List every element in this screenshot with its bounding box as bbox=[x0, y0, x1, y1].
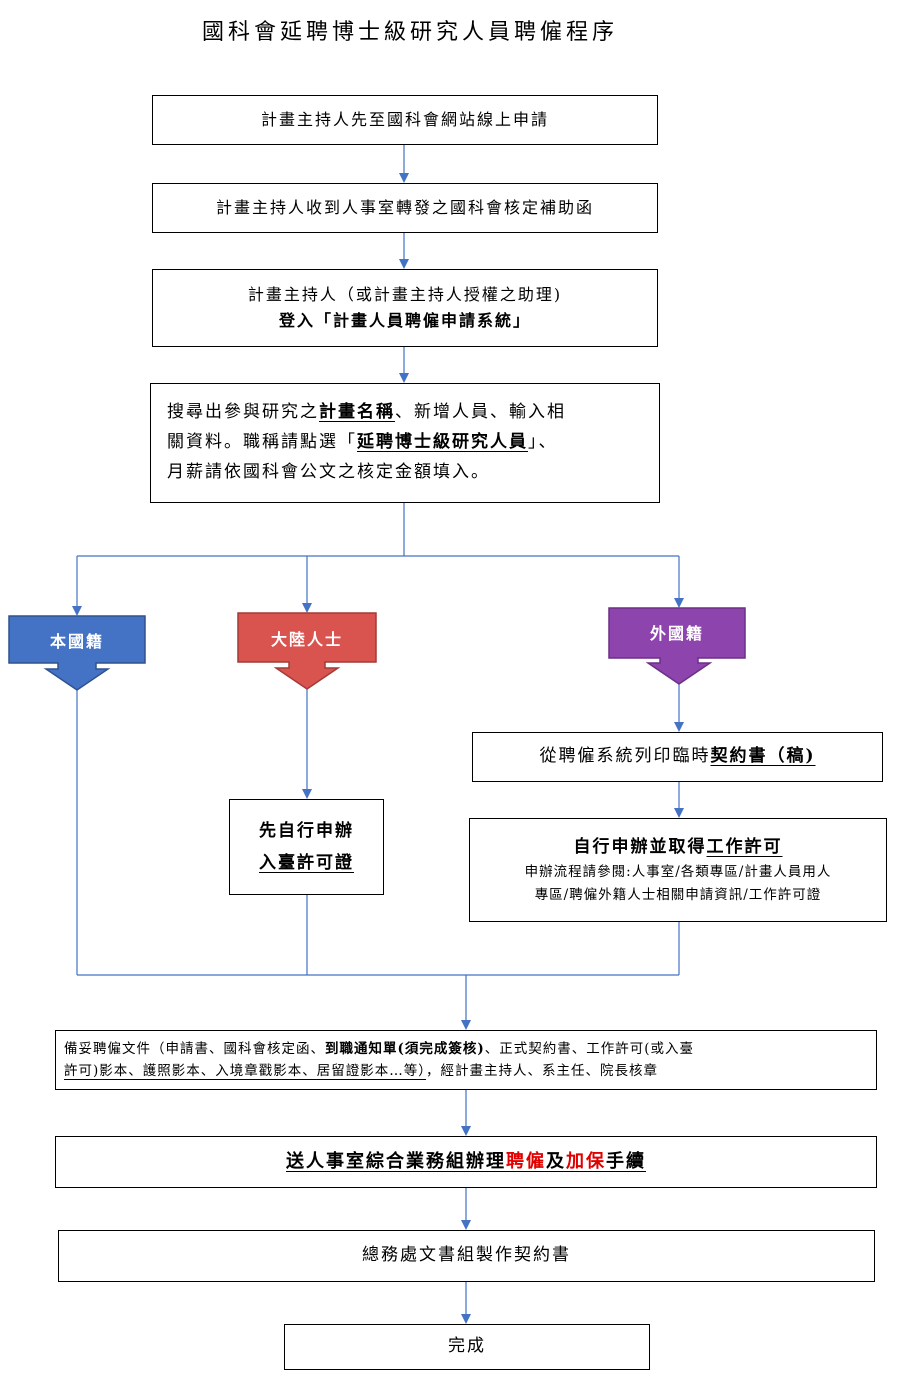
final-contract-text: 總務處文書組製作契約書 bbox=[362, 1245, 571, 1266]
step-online-apply: 計畫主持人先至國科會網站線上申請 bbox=[152, 95, 658, 145]
submit-e: 手續 bbox=[606, 1150, 646, 1172]
documents-line1: 備妥聘僱文件（申請書、國科會核定函、到職通知單(須完成簽核)、正式契約書、工作許… bbox=[64, 1038, 694, 1060]
documents-d: 許可)影本、護照影本、入境章戳影本、居留證影本…等） bbox=[64, 1063, 427, 1079]
submit-hire: 聘僱 bbox=[506, 1150, 546, 1172]
step-submit-hr: 送人事室綜合業務組辦理聘僱及加保手續 bbox=[55, 1136, 877, 1188]
step-login-line2: 登入「計畫人員聘僱申請系統」 bbox=[278, 311, 531, 330]
step-online-apply-text: 計畫主持人先至國科會網站線上申請 bbox=[260, 110, 549, 130]
step-mainland-permit: 先自行申辦 入臺許可證 bbox=[229, 799, 384, 895]
mainland-permit-line2: 入臺許可證 bbox=[259, 853, 354, 873]
work-permit-title-a: 自行申辦並取得 bbox=[573, 837, 707, 858]
s4-c: 、新增人員、輸入相 bbox=[395, 402, 566, 423]
step-print-contract: 從聘僱系統列印臨時契約書（稿) bbox=[472, 732, 883, 782]
s4-g: 月薪請依國科會公文之核定金額填入。 bbox=[167, 461, 490, 482]
work-permit-title-b: 工作許可 bbox=[706, 837, 783, 858]
done-text: 完成 bbox=[448, 1336, 486, 1357]
submit-insurance: 加保 bbox=[566, 1150, 606, 1172]
step-prepare-documents: 備妥聘僱文件（申請書、國科會核定函、到職通知單(須完成簽核)、正式契約書、工作許… bbox=[55, 1030, 877, 1090]
s4-project-name: 計畫名稱 bbox=[319, 402, 395, 423]
work-permit-title: 自行申辦並取得工作許可 bbox=[574, 834, 783, 861]
step-work-permit: 自行申辦並取得工作許可 申辦流程請參閱:人事室/各類專區/計畫人員用人 專區/聘… bbox=[469, 818, 887, 922]
print-contract-a: 從聘僱系統列印臨時 bbox=[539, 746, 711, 767]
branch-foreign-shape bbox=[608, 607, 746, 685]
branch-local-label: 本國籍 bbox=[49, 632, 104, 651]
submit-a: 送人事室綜合業務組辦理 bbox=[286, 1150, 506, 1172]
step-receive-letter: 計畫主持人收到人事室轉發之國科會核定補助函 bbox=[152, 183, 658, 233]
work-permit-note2: 專區/聘僱外籍人士相關申請資訊/工作許可證 bbox=[534, 886, 822, 903]
documents-line2: 許可)影本、護照影本、入境章戳影本、居留證影本…等），經計畫主持人、系主任、院長… bbox=[64, 1060, 658, 1082]
branch-mainland-label: 大陸人士 bbox=[270, 630, 343, 649]
mainland-permit-line1: 先自行申辦 bbox=[259, 820, 354, 841]
step-enter-data-line3: 月薪請依國科會公文之核定金額填入。 bbox=[167, 458, 490, 488]
s4-title-option: 延聘博士級研究人員 bbox=[357, 432, 528, 453]
step-receive-letter-text: 計畫主持人收到人事室轉發之國科會核定補助函 bbox=[215, 198, 594, 218]
documents-e: ，經計畫主持人、系主任、院長核章 bbox=[426, 1063, 659, 1079]
s4-f: 」、 bbox=[528, 432, 558, 453]
documents-c: 、正式契約書、工作許可(或入臺 bbox=[484, 1040, 695, 1057]
documents-a: 備妥聘僱文件（申請書、國科會核定函、 bbox=[64, 1040, 325, 1057]
s4-d: 關資料。職稱請點選「 bbox=[167, 432, 357, 453]
documents-onboard-notice: 到職通知單(須完成簽核) bbox=[325, 1040, 485, 1057]
submit-hr-text: 送人事室綜合業務組辦理聘僱及加保手續 bbox=[286, 1148, 646, 1177]
step-done: 完成 bbox=[284, 1324, 650, 1370]
step-enter-data: 搜尋出參與研究之計畫名稱、新增人員、輸入相 關資料。職稱請點選「延聘博士級研究人… bbox=[150, 383, 660, 503]
print-contract-text: 從聘僱系統列印臨時契約書（稿) bbox=[539, 743, 815, 770]
branch-mainland-shape bbox=[237, 612, 377, 690]
step-enter-data-line1: 搜尋出參與研究之計畫名稱、新增人員、輸入相 bbox=[167, 398, 566, 428]
branch-local-shape bbox=[8, 615, 146, 691]
s4-a: 搜尋出參與研究之 bbox=[167, 402, 319, 423]
step-login-line1: 計畫主持人（或計畫主持人授權之助理) bbox=[247, 285, 563, 305]
step-final-contract: 總務處文書組製作契約書 bbox=[58, 1230, 875, 1282]
page-title: 國科會延聘博士級研究人員聘僱程序 bbox=[201, 20, 618, 45]
step-enter-data-line2: 關資料。職稱請點選「延聘博士級研究人員」、 bbox=[167, 428, 558, 458]
print-contract-b: 契約書（稿) bbox=[710, 746, 816, 767]
branch-foreign-label: 外國籍 bbox=[649, 624, 704, 643]
submit-c: 及 bbox=[546, 1150, 566, 1172]
work-permit-note1: 申辦流程請參閱:人事室/各類專區/計畫人員用人 bbox=[524, 864, 832, 881]
step-login-system: 計畫主持人（或計畫主持人授權之助理) 登入「計畫人員聘僱申請系統」 bbox=[152, 269, 658, 347]
